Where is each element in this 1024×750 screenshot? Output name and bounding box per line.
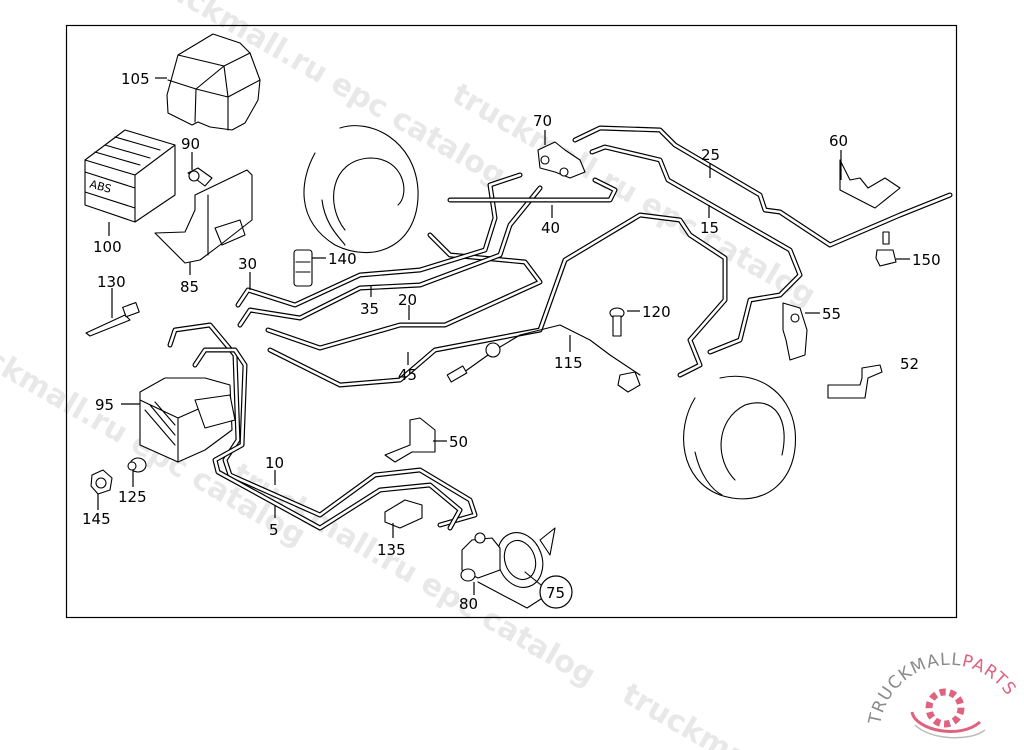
- truckmall-parts-logo: TRUCKMALLPARTS: [865, 650, 1020, 739]
- callout-60[interactable]: 60: [829, 132, 848, 150]
- callout-105[interactable]: 105: [121, 70, 150, 88]
- part-70-fitting[interactable]: [537, 141, 586, 179]
- callout-70[interactable]: 70: [533, 112, 552, 130]
- callout-100[interactable]: 100: [93, 238, 122, 256]
- part-50-bracket[interactable]: [384, 417, 436, 463]
- diagram-frame: [65, 24, 958, 619]
- callout-150[interactable]: 150: [912, 251, 941, 269]
- callout-30[interactable]: 30: [238, 255, 257, 273]
- wheel-front: [303, 125, 419, 254]
- callout-15[interactable]: 15: [700, 219, 719, 237]
- callout-circle-75: [539, 575, 573, 609]
- brake-line-25-inner: [573, 126, 952, 247]
- wheel-rear: [683, 375, 796, 500]
- abs-marking: ABS: [88, 178, 112, 196]
- callout-90[interactable]: 90: [181, 135, 200, 153]
- part-95-abs-unit[interactable]: [139, 377, 236, 463]
- brake-line-35-inner: [238, 186, 542, 327]
- logo-part2: PARTS: [960, 651, 1020, 700]
- callout-5[interactable]: 5: [269, 521, 279, 539]
- part-140-clip[interactable]: [293, 249, 313, 287]
- callout-80[interactable]: 80: [459, 595, 478, 613]
- part-75-booster[interactable]: [490, 526, 556, 594]
- callout-45[interactable]: 45: [398, 366, 417, 384]
- watermarks: truckmall.ru epc catalog truckmall.ru ep…: [0, 0, 991, 750]
- brake-line-5-inner: [193, 348, 462, 530]
- brake-lines: [167, 125, 953, 531]
- callout-130[interactable]: 130: [97, 273, 126, 291]
- brake-line-10-inner: [168, 323, 477, 527]
- brake-line-40-inner: [448, 178, 617, 202]
- callout-35[interactable]: 35: [360, 300, 379, 318]
- part-55-bracket[interactable]: [782, 302, 808, 361]
- part-120-bolt[interactable]: [609, 307, 625, 337]
- part-130-cable-tie[interactable]: [85, 302, 140, 337]
- watermark: truckmall.ru epc catalog: [446, 77, 821, 314]
- watermark: truckmall.ru epc catalog: [226, 457, 601, 694]
- callout-40[interactable]: 40: [541, 219, 560, 237]
- part-150-bolt[interactable]: [875, 231, 897, 267]
- callout-125[interactable]: 125: [118, 488, 147, 506]
- part-85-bracket[interactable]: [154, 169, 253, 264]
- brake-line-45-inner: [268, 213, 727, 387]
- part-100-abs-cover[interactable]: ABS: [84, 129, 176, 223]
- callout-120[interactable]: 120: [642, 303, 671, 321]
- brake-line-15-inner: [590, 145, 802, 354]
- part-115-sensor[interactable]: [446, 324, 641, 393]
- part-135-clip[interactable]: [384, 499, 423, 529]
- callout-115[interactable]: 115: [554, 354, 583, 372]
- part-145-nut[interactable]: [90, 469, 113, 495]
- callout-140[interactable]: 140: [328, 250, 357, 268]
- callout-50[interactable]: 50: [449, 433, 468, 451]
- callout-85[interactable]: 85: [180, 278, 199, 296]
- callout-10[interactable]: 10: [265, 454, 284, 472]
- part-90-bolt[interactable]: [187, 167, 213, 187]
- part-80-master-cylinder[interactable]: [460, 532, 501, 582]
- callout-135[interactable]: 135: [377, 541, 406, 559]
- callout-20[interactable]: 20: [398, 291, 417, 309]
- callouts: 105 90 100 85 140 30 130 35 20 45 95 125…: [82, 70, 941, 613]
- callout-52[interactable]: 52: [900, 355, 919, 373]
- part-125-plug[interactable]: [127, 457, 147, 473]
- watermark: truckmall.ru epc catalog: [616, 677, 991, 750]
- part-60-bracket[interactable]: [839, 159, 901, 209]
- part-52-bracket[interactable]: [827, 364, 883, 399]
- gear-icon: [910, 688, 986, 739]
- brake-line-30-inner: [236, 173, 522, 307]
- callout-145[interactable]: 145: [82, 510, 111, 528]
- callout-95[interactable]: 95: [95, 396, 114, 414]
- callout-55[interactable]: 55: [822, 305, 841, 323]
- callout-75[interactable]: 75: [546, 584, 565, 602]
- callout-25[interactable]: 25: [701, 146, 720, 164]
- leader-line: [477, 571, 542, 609]
- part-105-cover[interactable]: [166, 33, 261, 131]
